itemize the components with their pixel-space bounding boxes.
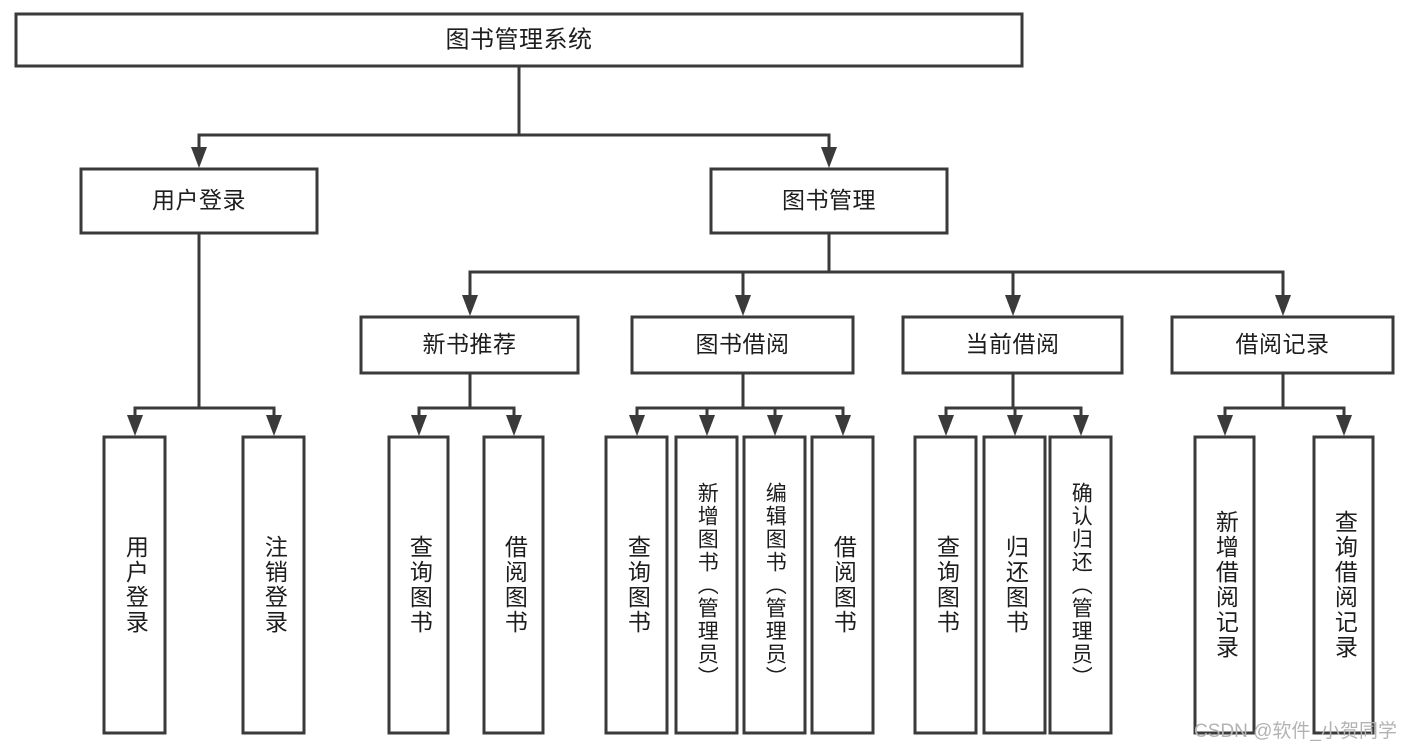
connector-line [417, 373, 472, 424]
node-box-borrow-record[interactable] [1170, 315, 1395, 375]
arrow-head-icon [462, 295, 478, 316]
node-box-leaf-add-book[interactable] [674, 435, 739, 735]
arrow-head-icon [735, 295, 751, 316]
arrow-head-icon [835, 415, 851, 436]
connector-line [827, 233, 1015, 304]
node-label-borrow-record: 借阅记录 [1236, 331, 1330, 357]
node-box-leaf-user-login[interactable] [102, 435, 167, 735]
connector-edge-root-user-login [191, 66, 521, 168]
connector-edge-recommend-borrow [468, 373, 522, 436]
connector-edge-borrow-add [699, 373, 745, 436]
node-box-leaf-edit-book[interactable] [742, 435, 807, 735]
connector-line [1223, 373, 1285, 424]
node-box-book-manage[interactable] [709, 167, 949, 235]
arrow-head-icon [191, 147, 207, 168]
arrow-head-icon [821, 147, 837, 168]
arrow-head-icon [767, 415, 783, 436]
arrow-head-icon [629, 415, 645, 436]
connector-line [197, 233, 276, 424]
connector-line [468, 233, 831, 304]
connector-edge-book-manage-new-book-recommend [462, 233, 831, 316]
node-box-leaf-confirm-return[interactable] [1048, 435, 1113, 735]
connector-edge-book-manage-current-borrow [827, 233, 1021, 316]
connector-edge-book-manage-book-borrow [735, 233, 831, 316]
arrow-head-icon [411, 415, 427, 436]
connector-edge-record-query [1281, 373, 1352, 436]
boxes-layer [14, 12, 1395, 735]
connector-edge-current-return [1007, 373, 1023, 436]
connector-edge-current-query [938, 373, 1015, 436]
node-box-leaf-query-book-current[interactable] [913, 435, 978, 735]
node-label-current-borrow: 当前借阅 [966, 331, 1060, 357]
node-box-leaf-query-book-recommend[interactable] [387, 435, 450, 735]
connector-line [133, 233, 201, 424]
connector-edge-current-confirm [1011, 373, 1089, 436]
arrow-head-icon [127, 415, 143, 436]
node-box-user-login[interactable] [79, 167, 319, 235]
connector-edge-record-add [1217, 373, 1285, 436]
connector-line [517, 66, 831, 156]
csdn-watermark: CSDN @软件_小贺同学 [1194, 721, 1397, 742]
connector-edge-borrow-query [629, 373, 745, 436]
node-box-leaf-borrow-book-recommend[interactable] [482, 435, 545, 735]
connector-edge-user-login-leaf-logout [197, 233, 282, 436]
arrow-head-icon [266, 415, 282, 436]
node-box-leaf-borrow-book[interactable] [810, 435, 875, 735]
connector-edge-borrow-edit [741, 373, 783, 436]
arrow-head-icon [1007, 415, 1023, 436]
arrow-head-icon [506, 415, 522, 436]
arrow-head-icon [938, 415, 954, 436]
node-label-new-book-recommend: 新书推荐 [423, 331, 517, 357]
connector-line [827, 233, 1285, 304]
node-label-book-manage: 图书管理 [782, 187, 876, 213]
node-box-leaf-logout[interactable] [241, 435, 306, 735]
node-box-current-borrow[interactable] [901, 315, 1124, 375]
connector-edge-book-manage-borrow-record [827, 233, 1291, 316]
connector-line [741, 233, 831, 304]
arrow-head-icon [699, 415, 715, 436]
connector-line [197, 66, 521, 156]
edges-layer [127, 66, 1352, 436]
node-box-leaf-query-borrow-record[interactable] [1312, 435, 1375, 735]
arrow-head-icon [1005, 295, 1021, 316]
connector-edge-root-book-manage [517, 66, 837, 168]
arrow-head-icon [1275, 295, 1291, 316]
connector-edge-borrow-borrow [741, 373, 851, 436]
arrow-head-icon [1073, 415, 1089, 436]
node-box-leaf-add-borrow-record[interactable] [1193, 435, 1256, 735]
node-label-user-login: 用户登录 [152, 187, 246, 213]
node-label-book-borrow: 图书借阅 [696, 331, 790, 357]
connector-line [1281, 373, 1346, 424]
node-box-book-borrow[interactable] [630, 315, 855, 375]
node-box-root[interactable] [14, 12, 1024, 68]
node-box-new-book-recommend[interactable] [359, 315, 580, 375]
arrow-head-icon [1336, 415, 1352, 436]
node-box-leaf-return-book[interactable] [982, 435, 1047, 735]
connector-line [635, 373, 745, 424]
connector-line [944, 373, 1015, 424]
node-label-root: 图书管理系统 [446, 26, 593, 53]
arrow-head-icon [1217, 415, 1233, 436]
connector-line [1011, 373, 1083, 424]
connector-line [741, 373, 845, 424]
connector-edge-user-login-leaf-user-login [127, 233, 201, 436]
connector-edge-recommend-query [411, 373, 472, 436]
node-box-leaf-query-book-borrow[interactable] [604, 435, 669, 735]
